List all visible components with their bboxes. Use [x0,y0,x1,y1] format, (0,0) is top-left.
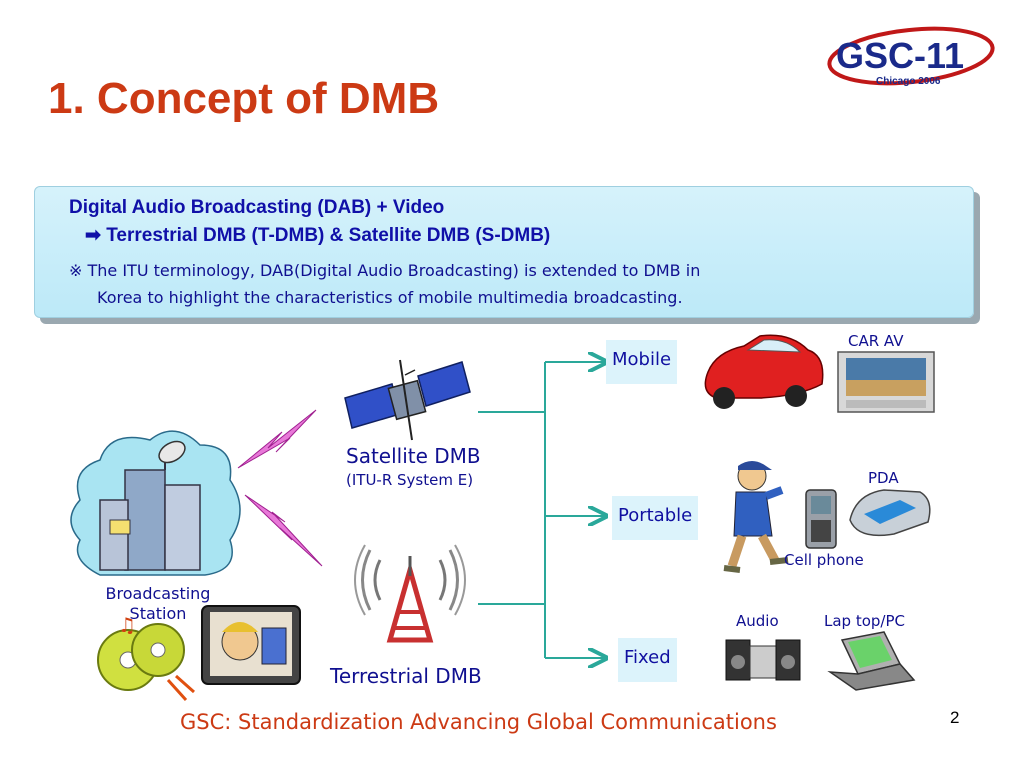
category-mobile: Mobile [606,340,678,384]
slide-title: 1. Concept of DMB [48,74,440,123]
broadcasting-station-label: Broadcasting Station [105,584,211,623]
note-line-2: Korea to highlight the characteristics o… [97,288,683,307]
pda-label: PDA [868,469,899,487]
audio-label: Audio [736,612,779,630]
satellite-icon [344,359,471,441]
svg-text:♫: ♫ [118,613,136,637]
slide-footer: GSC: Standardization Advancing Global Co… [180,710,777,734]
laptop-label: Lap top/PC [824,612,905,630]
laptop-icon [827,631,916,691]
signal-bolt-icon [237,409,317,469]
cell-phone-icon [805,489,837,549]
broadcasting-station-icon [70,430,241,576]
connector-lines [478,362,604,658]
info-line-dmb-text: Terrestrial DMB (T-DMB) & Satellite DMB … [106,225,551,246]
tower-icon [354,544,466,643]
info-box: Digital Audio Broadcasting (DAB) + Video… [34,186,974,318]
gsc-logo: GSC-11 Chicago 2006 [826,22,996,92]
right-arrow-icon: ➡ [85,225,101,246]
category-fixed: Fixed [618,638,677,682]
category-portable: Portable [612,496,699,540]
car-av-label: CAR AV [848,332,904,350]
note-line-1: ※ The ITU terminology, DAB(Digital Audio… [69,261,701,280]
satellite-dmb-label: Satellite DMB [346,444,481,468]
signal-bolt-icon [244,494,323,567]
info-line-dmb: ➡ Terrestrial DMB (T-DMB) & Satellite DM… [85,224,550,247]
cd-music-icon: ♫ [97,613,195,702]
page-number: 2 [950,708,960,727]
cell-phone-label: Cell phone [784,551,864,569]
info-line-dab: Digital Audio Broadcasting (DAB) + Video [69,197,445,218]
tv-icon [201,605,301,685]
terrestrial-dmb-label: Terrestrial DMB [330,664,482,688]
audio-system-icon [725,639,801,681]
walking-person-icon [723,461,789,573]
svg-text:Chicago 2006: Chicago 2006 [876,76,941,87]
pda-icon [849,489,931,537]
svg-text:GSC-11: GSC-11 [836,35,964,76]
satellite-dmb-sublabel: (ITU-R System E) [346,471,474,489]
car-icon [704,334,824,409]
car-av-screen-icon [837,351,935,413]
